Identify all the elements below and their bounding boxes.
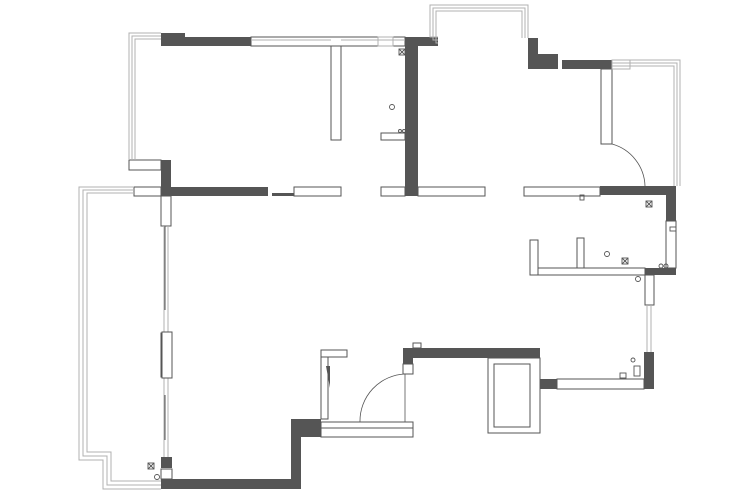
windows xyxy=(78,4,681,490)
interior-partitions xyxy=(128,36,677,480)
doors xyxy=(359,143,646,423)
fixtures xyxy=(147,48,677,480)
exterior-walls xyxy=(161,33,676,489)
sliding-panels xyxy=(161,193,330,440)
